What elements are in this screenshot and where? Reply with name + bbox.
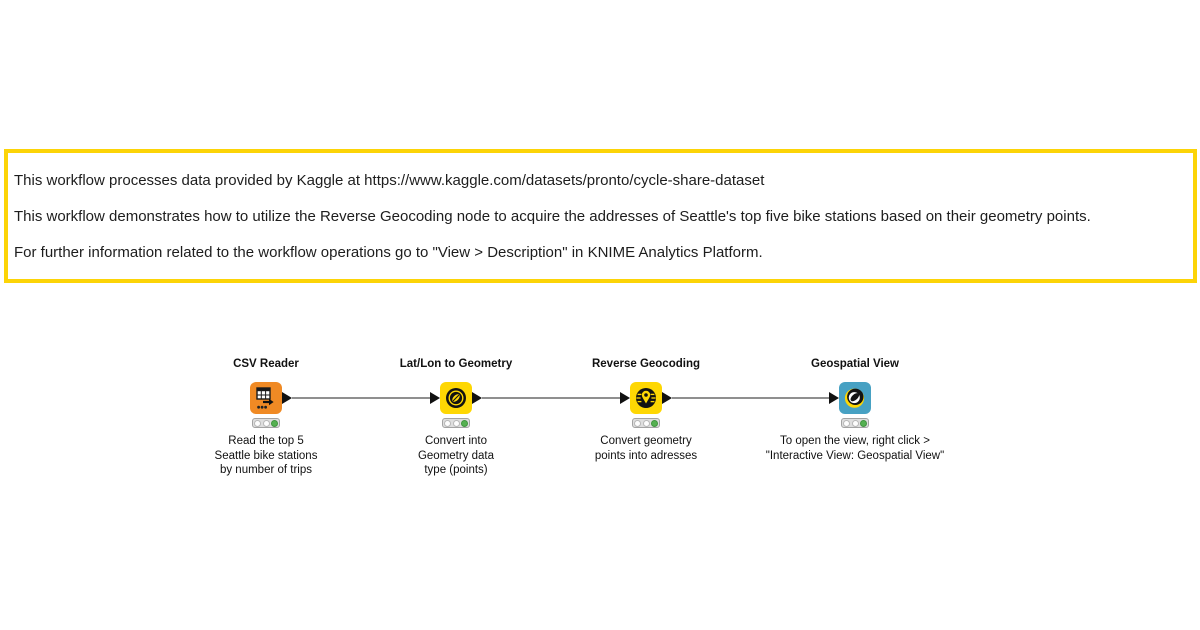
node-description-csv-reader: Read the top 5 Seattle bike stations by … (214, 435, 318, 476)
node-description-reverse-geocoding: Convert geometry points into adresses (594, 435, 698, 462)
status-light-green (461, 419, 468, 427)
connector-line (292, 397, 431, 399)
annotation-line-1: This workflow processes data provided by… (14, 172, 765, 189)
annotation-line-3: For further information related to the w… (14, 244, 763, 261)
status-light-green (651, 419, 658, 427)
status-light-red (634, 419, 641, 427)
status-light-red (843, 419, 850, 427)
node-description-latlon-to-geometry: Convert into Geometry data type (points) (417, 435, 495, 476)
status-light-yellow (642, 419, 650, 427)
connector-line (482, 397, 620, 399)
latlon-to-geometry-icon[interactable] (440, 382, 472, 414)
workflow-annotation-box: This workflow processes data provided by… (4, 149, 1197, 283)
node-title-geospatial-view: Geospatial View (811, 358, 899, 370)
status-light-green (271, 419, 278, 427)
input-port-icon (829, 392, 839, 404)
status-light-yellow (851, 419, 859, 427)
input-port-icon (620, 392, 630, 404)
output-port-icon (662, 392, 672, 404)
status-light-yellow (262, 419, 270, 427)
node-status-csv-reader (252, 418, 280, 428)
status-light-red (254, 419, 261, 427)
geospatial-view-icon[interactable] (839, 382, 871, 414)
node-status-latlon-to-geometry (442, 418, 470, 428)
output-port-icon (472, 392, 482, 404)
csv-reader-icon[interactable] (250, 382, 282, 414)
status-light-yellow (452, 419, 460, 427)
node-status-reverse-geocoding (632, 418, 660, 428)
node-title-latlon-to-geometry: Lat/Lon to Geometry (399, 358, 513, 370)
status-light-green (860, 419, 867, 427)
status-light-red (444, 419, 451, 427)
input-port-icon (430, 392, 440, 404)
reverse-geocoding-icon[interactable] (630, 382, 662, 414)
node-title-csv-reader: CSV Reader (233, 358, 299, 370)
output-port-icon (282, 392, 292, 404)
connector-line (672, 397, 829, 399)
node-title-reverse-geocoding: Reverse Geocoding (591, 358, 700, 370)
node-description-geospatial-view: To open the view, right click > "Interac… (765, 435, 945, 462)
node-status-geospatial-view (841, 418, 869, 428)
annotation-line-2: This workflow demonstrates how to utiliz… (14, 208, 1091, 225)
